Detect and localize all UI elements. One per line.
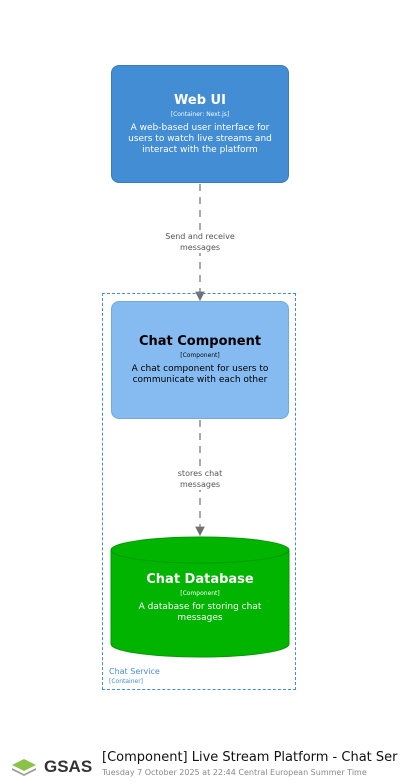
relationship-label-line2: messages — [179, 480, 221, 489]
chat-database-technology: [Component] — [180, 590, 220, 597]
relationship-label-line1: stores chat — [177, 469, 223, 478]
chat-component-title: Chat Component — [138, 334, 262, 349]
chat-service-boundary — [102, 293, 296, 690]
chat-database-cylinder[interactable] — [110, 536, 290, 658]
web-ui-title: Web UI — [174, 92, 226, 108]
relationship-label-line2: messages — [179, 243, 221, 252]
web-ui-description: A web-based user interface for users to … — [128, 122, 272, 155]
relationship-label-line1: Send and receive — [165, 232, 235, 241]
boundary-name: Chat Service — [109, 667, 160, 676]
chat-database-description: A database for storing chat messages — [138, 602, 262, 623]
boundary-type: [Container] — [109, 678, 144, 685]
diagram-date: Tuesday 7 October 2025 at 22:44 Central … — [102, 768, 367, 777]
web-ui-technology: [Container: Next.js] — [170, 110, 230, 118]
brand-name: GSAS — [44, 757, 93, 776]
diagram-title: [Component] Live Stream Platform - Chat … — [102, 750, 398, 765]
web-ui-container[interactable]: Web UI [Container: Next.js] A web-based … — [111, 65, 289, 183]
chat-component[interactable]: Chat Component [Component] A chat compon… — [111, 301, 289, 419]
chat-database-title: Chat Database — [146, 572, 254, 587]
relationship-label-send-receive: Send and receive messages — [140, 231, 260, 253]
boundary-label: Chat Service [Container] — [109, 667, 160, 686]
chat-component-technology: [Component] — [180, 352, 220, 359]
relationship-label-stores: stores chat messages — [140, 468, 260, 490]
stack-logo-icon — [12, 759, 36, 776]
chat-component-description: A chat component for users to communicat… — [131, 364, 269, 385]
chat-database-text: Chat Database [Component] A database for… — [110, 572, 290, 624]
